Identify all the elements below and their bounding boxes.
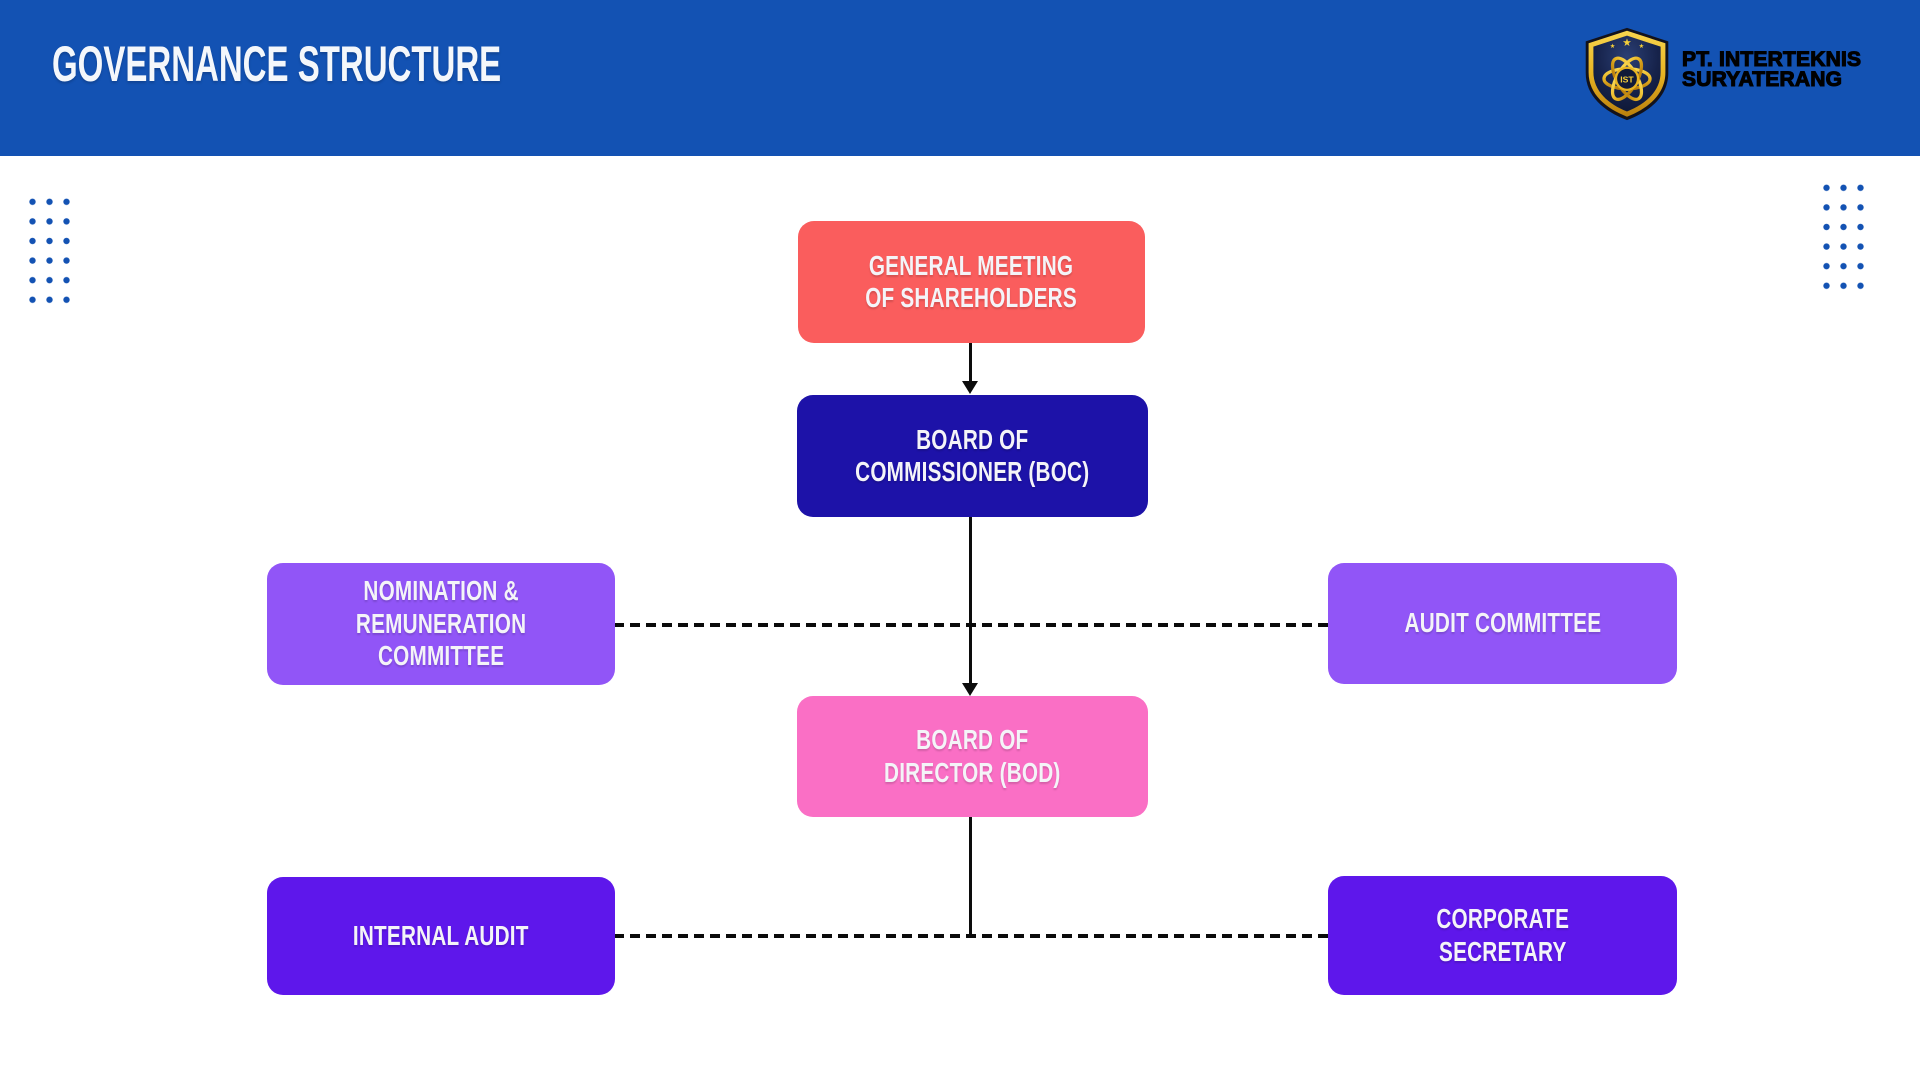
shield-logo-icon: ★ ★ ★ IST (1585, 27, 1669, 121)
node-label: CORPORATE SECRETARY (1436, 903, 1569, 967)
node-label: NOMINATION & REMUNERATION COMMITTEE (355, 575, 527, 672)
node-nomination-remuneration-committee: NOMINATION & REMUNERATION COMMITTEE (267, 563, 615, 685)
connector-bod-to-bottom-row (969, 817, 972, 937)
node-label: INTERNAL AUDIT (353, 919, 529, 951)
logo-monogram: IST (1620, 75, 1634, 85)
node-audit-committee: AUDIT COMMITTEE (1328, 563, 1677, 684)
node-internal-audit: INTERNAL AUDIT (267, 877, 615, 995)
company-name: PT. INTERTEKNIS SURYATERANG (1681, 48, 1862, 91)
dashed-connector-bottom-row (614, 934, 1328, 938)
svg-text:★: ★ (1639, 43, 1645, 50)
node-board-of-director: BOARD OF DIRECTOR (BOD) (797, 696, 1148, 817)
arrowhead-boc-icon (962, 381, 978, 394)
node-general-meeting-of-shareholders: GENERAL MEETING OF SHAREHOLDERS (798, 221, 1145, 343)
connector-gms-to-boc (969, 343, 972, 383)
header-bar: GOVERNANCE STRUCTURE (0, 0, 1920, 156)
connector-boc-to-bod (969, 517, 972, 684)
company-logo: ★ ★ ★ IST PT. INTERTEKNIS SURYATERANG (1577, 24, 1877, 124)
decor-dots-left-icon (24, 192, 75, 310)
node-label: AUDIT COMMITTEE (1404, 607, 1601, 639)
node-label: BOARD OF DIRECTOR (BOD) (884, 724, 1061, 788)
arrowhead-bod-icon (962, 683, 978, 696)
dashed-connector-committees (614, 623, 1328, 627)
node-label: BOARD OF COMMISSIONER (BOC) (855, 423, 1090, 487)
svg-text:★: ★ (1610, 43, 1616, 50)
node-board-of-commissioner: BOARD OF COMMISSIONER (BOC) (797, 395, 1148, 517)
decor-dots-right-icon (1818, 178, 1869, 296)
node-label: GENERAL MEETING OF SHAREHOLDERS (865, 249, 1078, 313)
page-title: GOVERNANCE STRUCTURE (52, 36, 502, 92)
svg-text:★: ★ (1622, 37, 1631, 49)
node-corporate-secretary: CORPORATE SECRETARY (1328, 876, 1677, 995)
